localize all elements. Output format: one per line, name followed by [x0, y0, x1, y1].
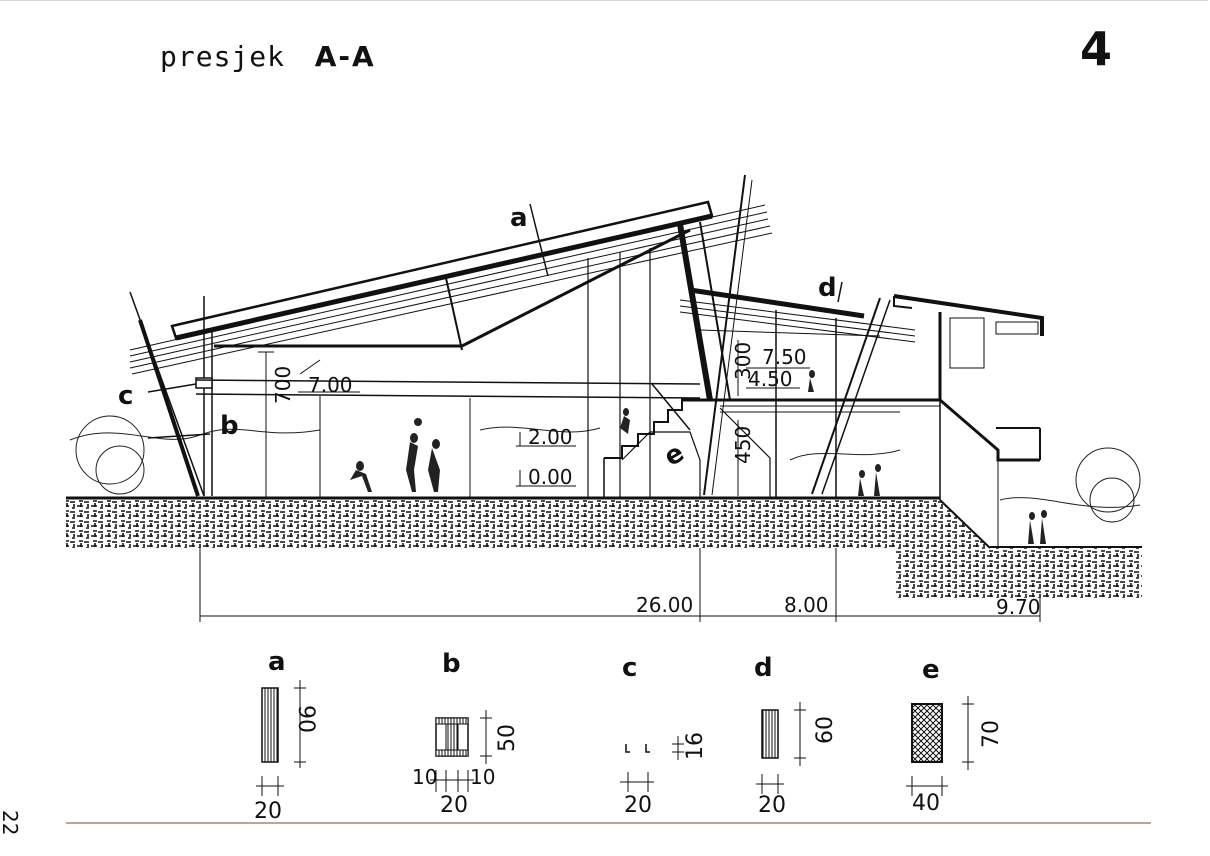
cross-section-a-height: 90 — [293, 705, 318, 733]
label-c: c — [118, 381, 133, 411]
middle-structure — [603, 174, 940, 498]
dim-level-700: 7.00 — [308, 373, 353, 397]
main-roof — [129, 200, 773, 498]
upper-beam — [195, 379, 701, 498]
cross-section-e-width: 40 — [912, 791, 940, 816]
dim-height-700: 700 — [271, 366, 295, 404]
cross-section-d-width: 20 — [758, 793, 786, 818]
cross-section-d-height: 60 — [813, 716, 838, 744]
dim-level-000: 0.00 — [528, 465, 573, 489]
cross-section-e-label: e — [922, 655, 940, 685]
people-figures — [350, 370, 1047, 544]
title-section: A-A — [314, 40, 376, 73]
landscape-background — [69, 415, 1141, 523]
cross-section-a-label: a — [268, 647, 286, 677]
cross-section-e: e 70 40 — [906, 655, 1004, 816]
dimension-lines — [199, 340, 1041, 622]
label-e: e — [659, 438, 689, 473]
dim-level-450-upper: 4.50 — [748, 367, 793, 391]
cross-section-b-side-left: 10 — [412, 765, 437, 789]
side-page-number: 22 — [0, 810, 22, 836]
dim-height-300: 300 — [731, 342, 755, 380]
cross-section-b: b 50 10 10 20 — [412, 649, 520, 818]
cross-section-b-width: 20 — [440, 793, 468, 818]
cross-section-a-width: 20 — [254, 799, 282, 824]
label-b: b — [220, 411, 239, 441]
cross-section-a: a 90 20 — [254, 647, 318, 824]
left-struts — [129, 291, 213, 497]
label-a: a — [510, 203, 528, 233]
drawing-title: presjek A-A — [160, 40, 376, 73]
title-prefix: presjek — [160, 40, 286, 73]
cross-section-b-side-right: 10 — [470, 765, 495, 789]
cross-section-d: d 60 20 — [754, 653, 838, 818]
cross-section-b-height: 50 — [495, 724, 520, 752]
roof-d — [679, 287, 916, 495]
dim-level-750: 7.50 — [762, 345, 807, 369]
dim-level-200: 2.00 — [528, 425, 573, 449]
dim-span-2600: 26.00 — [636, 593, 693, 617]
page-top-border — [0, 0, 1208, 1]
cross-section-b-label: b — [442, 649, 461, 679]
cross-section-e-height: 70 — [979, 720, 1004, 748]
dim-span-800: 8.00 — [784, 593, 829, 617]
cross-section-d-label: d — [754, 653, 773, 683]
dim-height-450: 450 — [731, 426, 755, 464]
cross-section-c-label: c — [622, 653, 637, 683]
label-d: d — [818, 273, 837, 303]
ground-terrain — [66, 496, 1142, 598]
page-number: 4 — [1080, 22, 1113, 76]
dim-span-970: 9.70 — [996, 595, 1041, 619]
cross-section-c-width: 20 — [624, 793, 652, 818]
right-building — [893, 294, 1044, 549]
cross-section-c: c 16 20 — [620, 653, 708, 818]
cut-markers — [147, 203, 843, 439]
cross-section-c-height: 16 — [683, 732, 708, 760]
bottom-rule — [66, 822, 1151, 824]
